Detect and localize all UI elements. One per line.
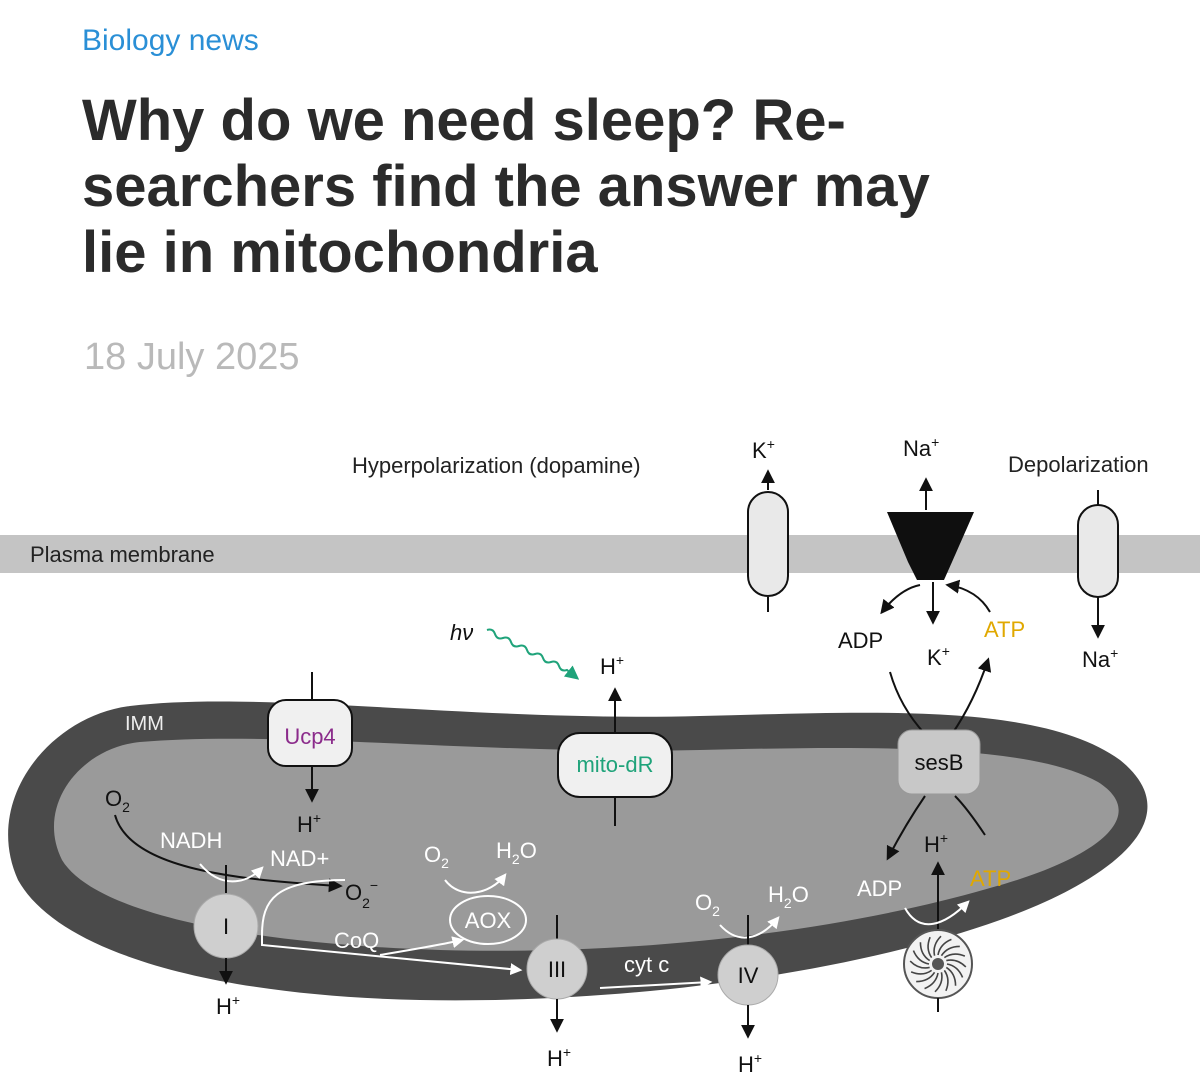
h-ion-complex4: H+ <box>738 1050 762 1077</box>
na-ion-bottom: Na+ <box>1082 645 1118 672</box>
publish-date: 18 July 2025 <box>84 336 300 378</box>
complex-3-label: III <box>548 957 566 982</box>
category-link[interactable]: Biology news <box>82 24 259 57</box>
h-ion-atp-synthase: H+ <box>924 830 948 857</box>
sesb-label: sesB <box>915 750 964 775</box>
rotor-blade <box>933 935 942 956</box>
mito-dr-label: mito-dR <box>576 752 653 777</box>
rotor-blade <box>909 960 930 969</box>
rotor-blade <box>924 972 939 990</box>
ucp4-protein <box>267 699 353 767</box>
atp-synthase-rotor <box>903 929 973 999</box>
o2-label-aox: O2 <box>424 842 449 871</box>
rotor-blade <box>927 936 933 959</box>
plasma-membrane <box>0 535 1200 573</box>
sodium-channel <box>1077 490 1119 639</box>
complex-1-label: I <box>223 914 229 939</box>
nadh-label: NADH <box>160 828 222 853</box>
light-wave-arrow <box>486 628 580 680</box>
k-ion-top: K+ <box>752 436 775 463</box>
mitochondrial-matrix <box>53 738 1119 951</box>
potassium-channel <box>747 469 789 612</box>
rotor-blade <box>919 942 931 962</box>
k-ion-pump: K+ <box>927 643 950 670</box>
rotor-blade <box>916 971 936 983</box>
rotor-blade <box>946 963 964 978</box>
rotor-blade <box>940 945 960 957</box>
article-headline: Why do we need sleep? Re- searchers find… <box>82 88 1142 286</box>
rotor-blade <box>946 959 967 968</box>
adp-label-top: ADP <box>838 628 883 653</box>
h-ion-mito-dr: H+ <box>600 652 624 679</box>
ucp4-label: Ucp4 <box>284 724 335 749</box>
na-ion-top: Na+ <box>903 434 939 461</box>
plasma-membrane-label: Plasma membrane <box>30 542 215 567</box>
aox-protein <box>449 895 527 945</box>
imm-label: IMM <box>125 713 164 735</box>
headline-line: searchers find the answer may <box>82 154 930 219</box>
adp-label-bottom: ADP <box>857 876 902 901</box>
atp-label-bottom: ATP <box>970 866 1011 891</box>
o2-label-complex1: O2 <box>105 786 130 815</box>
depolarization-label: Depolarization <box>1008 452 1149 477</box>
rotor-blade <box>943 953 966 959</box>
superoxide-label: O2− <box>345 877 378 911</box>
rotor-blade <box>934 972 943 993</box>
sodium-potassium-pump <box>880 477 991 625</box>
headline-line: Why do we need sleep? Re- <box>82 88 846 153</box>
aox-label: AOX <box>465 908 512 933</box>
h2o-label-complex4: H2O <box>768 882 809 911</box>
rotor-blade <box>912 950 930 965</box>
h2o-label-aox: H2O <box>496 838 537 867</box>
atp-label-top: ATP <box>984 617 1025 642</box>
rotor-blade <box>943 969 949 992</box>
rotor-blade <box>937 938 952 956</box>
nad-plus-label: NAD+ <box>270 846 329 871</box>
o2-label-complex4: O2 <box>695 890 720 919</box>
h-ion-complex1: H+ <box>216 992 240 1019</box>
h-ion-ucp4: H+ <box>297 810 321 837</box>
rotor-blade <box>945 966 957 986</box>
rotor-blade <box>910 969 933 975</box>
complex-4-label: IV <box>738 963 759 988</box>
h-ion-complex3: H+ <box>547 1044 571 1071</box>
cyt-c-label: cyt c <box>624 952 669 977</box>
headline-line: lie in mitochondria <box>82 220 598 285</box>
hv-label: hν <box>450 620 473 645</box>
sesb-protein <box>897 729 981 795</box>
coq-label: CoQ <box>334 928 379 953</box>
hyperpolarization-label: Hyperpolarization (dopamine) <box>352 453 641 478</box>
